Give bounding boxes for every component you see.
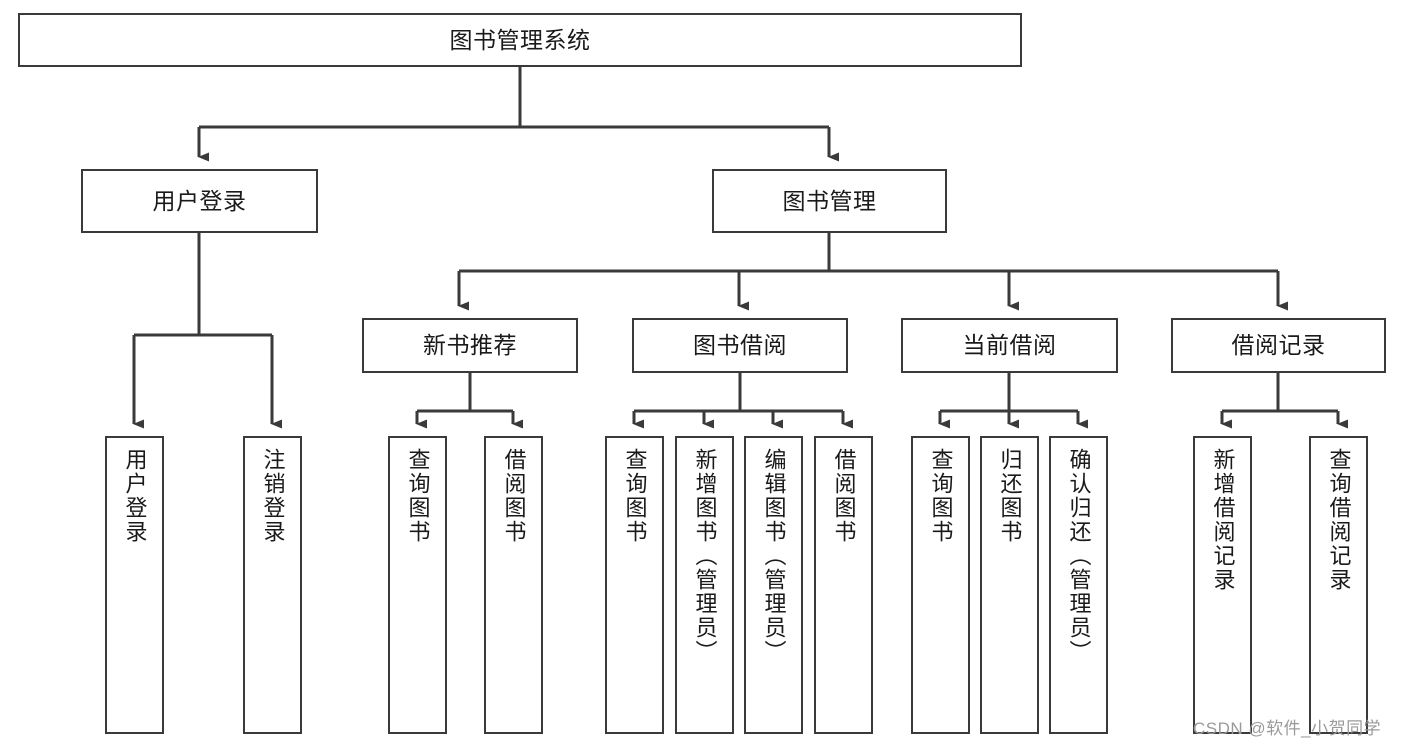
node-label: 归还图书 [997, 448, 1023, 544]
node-leaf-query-books-current[interactable]: 查询图书 [911, 436, 970, 734]
csdn-watermark: CSDN @软件_小贺同学 [1193, 719, 1382, 738]
node-label: 图书管理 [782, 187, 877, 214]
node-book-borrowing[interactable]: 图书借阅 [632, 318, 848, 373]
node-label: 查询图书 [928, 448, 954, 544]
node-label: 查询图书 [405, 448, 431, 544]
node-label: 注销登录 [260, 448, 286, 544]
node-label: 图书管理系统 [449, 26, 591, 53]
node-label: 用户登录 [152, 187, 247, 214]
node-label: 新增借阅记录 [1210, 448, 1236, 592]
node-borrowing-records[interactable]: 借阅记录 [1171, 318, 1386, 373]
node-label: 借阅图书 [501, 448, 527, 544]
node-label: 借阅记录 [1231, 332, 1326, 359]
node-label: 新书推荐 [423, 332, 517, 359]
node-leaf-add-borrow-record[interactable]: 新增借阅记录 [1193, 436, 1252, 734]
node-label: 借阅图书 [831, 448, 857, 544]
node-leaf-add-book-admin[interactable]: 新增图书（管理员） [675, 436, 734, 734]
node-label: 当前借阅 [962, 332, 1057, 359]
node-leaf-return-books[interactable]: 归还图书 [980, 436, 1039, 734]
node-leaf-query-books-newbook[interactable]: 查询图书 [388, 436, 447, 734]
node-leaf-borrow-books[interactable]: 借阅图书 [814, 436, 873, 734]
node-label: 编辑图书（管理员） [761, 448, 787, 664]
node-leaf-user-login[interactable]: 用户登录 [105, 436, 164, 734]
node-book-management[interactable]: 图书管理 [712, 169, 947, 233]
node-user-login[interactable]: 用户登录 [81, 169, 318, 233]
node-label: 用户登录 [122, 448, 148, 544]
node-leaf-query-books-borrow[interactable]: 查询图书 [605, 436, 664, 734]
node-label: 查询图书 [622, 448, 648, 544]
node-current-borrowing[interactable]: 当前借阅 [901, 318, 1118, 373]
node-root-book-management-system[interactable]: 图书管理系统 [18, 13, 1022, 67]
node-label: 新增图书（管理员） [692, 448, 718, 664]
node-new-book-recommendation[interactable]: 新书推荐 [362, 318, 578, 373]
node-leaf-logout[interactable]: 注销登录 [243, 436, 302, 734]
node-label: 确认归还（管理员） [1066, 448, 1092, 664]
node-label: 查询借阅记录 [1326, 448, 1352, 592]
node-leaf-query-borrow-record[interactable]: 查询借阅记录 [1309, 436, 1368, 734]
node-leaf-borrow-books-newbook[interactable]: 借阅图书 [484, 436, 543, 734]
node-label: 图书借阅 [693, 332, 787, 359]
node-leaf-confirm-return-admin[interactable]: 确认归还（管理员） [1049, 436, 1108, 734]
node-leaf-edit-book-admin[interactable]: 编辑图书（管理员） [744, 436, 803, 734]
